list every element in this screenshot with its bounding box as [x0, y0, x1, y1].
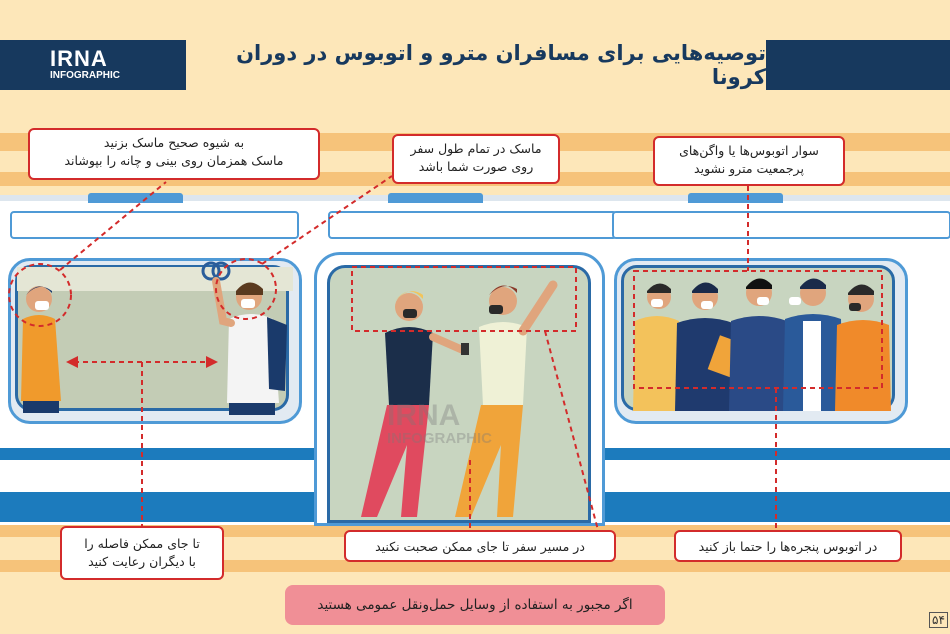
- header-left-bar: [0, 40, 186, 90]
- watermark-bottom: INFOGRAPHIC: [387, 430, 492, 447]
- callout-dont-talk: در مسیر سفر تا جای ممکن صحبت نکنید: [344, 530, 616, 562]
- irna-logo: IRNA INFOGRAPHIC: [50, 48, 120, 82]
- callout-line: با دیگران رعایت کنید: [88, 554, 196, 569]
- callout-keep-distance: تا جای ممکن فاصله را با دیگران رعایت کنی…: [60, 526, 224, 580]
- callout-mask-properly: به شیوه صحیح ماسک بزنید ماسک همزمان روی …: [28, 128, 320, 180]
- page-number: ۵۴: [929, 612, 948, 628]
- left-window-illustration: [17, 261, 293, 415]
- callout-open-windows: در اتوبوس پنجره‌ها را حتما باز کنید: [674, 530, 902, 562]
- upper-window: [612, 211, 950, 239]
- upper-window: [328, 211, 617, 239]
- logo-top-text: IRNA: [50, 46, 108, 71]
- callout-avoid-crowded: سوار اتوبوس‌ها یا واگن‌های پرجمعیت مترو …: [653, 136, 845, 186]
- header-right-bar: [766, 40, 950, 90]
- callout-line: سوار اتوبوس‌ها یا واگن‌های: [679, 143, 819, 158]
- callout-line: ماسک در تمام طول سفر: [410, 141, 542, 156]
- callout-line: روی صورت شما باشد: [418, 159, 534, 174]
- callout-line: تا جای ممکن فاصله را: [84, 536, 200, 551]
- watermark-top: IRNA: [387, 399, 461, 432]
- callout-mask-whole-trip: ماسک در تمام طول سفر روی صورت شما باشد: [392, 134, 560, 184]
- roof-sign: [88, 193, 183, 203]
- page-title: توصیه‌هایی برای مسافران مترو و اتوبوس در…: [236, 41, 766, 89]
- upper-window: [10, 211, 299, 239]
- train-door: IRNA INFOGRAPHIC: [314, 252, 605, 526]
- callout-line: پرجمعیت مترو نشوید: [694, 161, 804, 176]
- watermark: IRNA INFOGRAPHIC: [387, 401, 492, 447]
- door-illustration: [361, 280, 558, 517]
- logo-bottom-text: INFOGRAPHIC: [50, 70, 120, 81]
- roof-sign: [388, 193, 483, 203]
- roof-sign: [688, 193, 783, 203]
- platform-band: [0, 560, 950, 572]
- callout-line: به شیوه صحیح ماسک بزنید: [103, 135, 245, 150]
- callout-line: ماسک همزمان روی بینی و چانه را بپوشاند: [64, 153, 284, 168]
- left-window: [8, 258, 302, 424]
- footer-note: اگر مجبور به استفاده از وسایل حمل‌ونقل ع…: [285, 585, 665, 625]
